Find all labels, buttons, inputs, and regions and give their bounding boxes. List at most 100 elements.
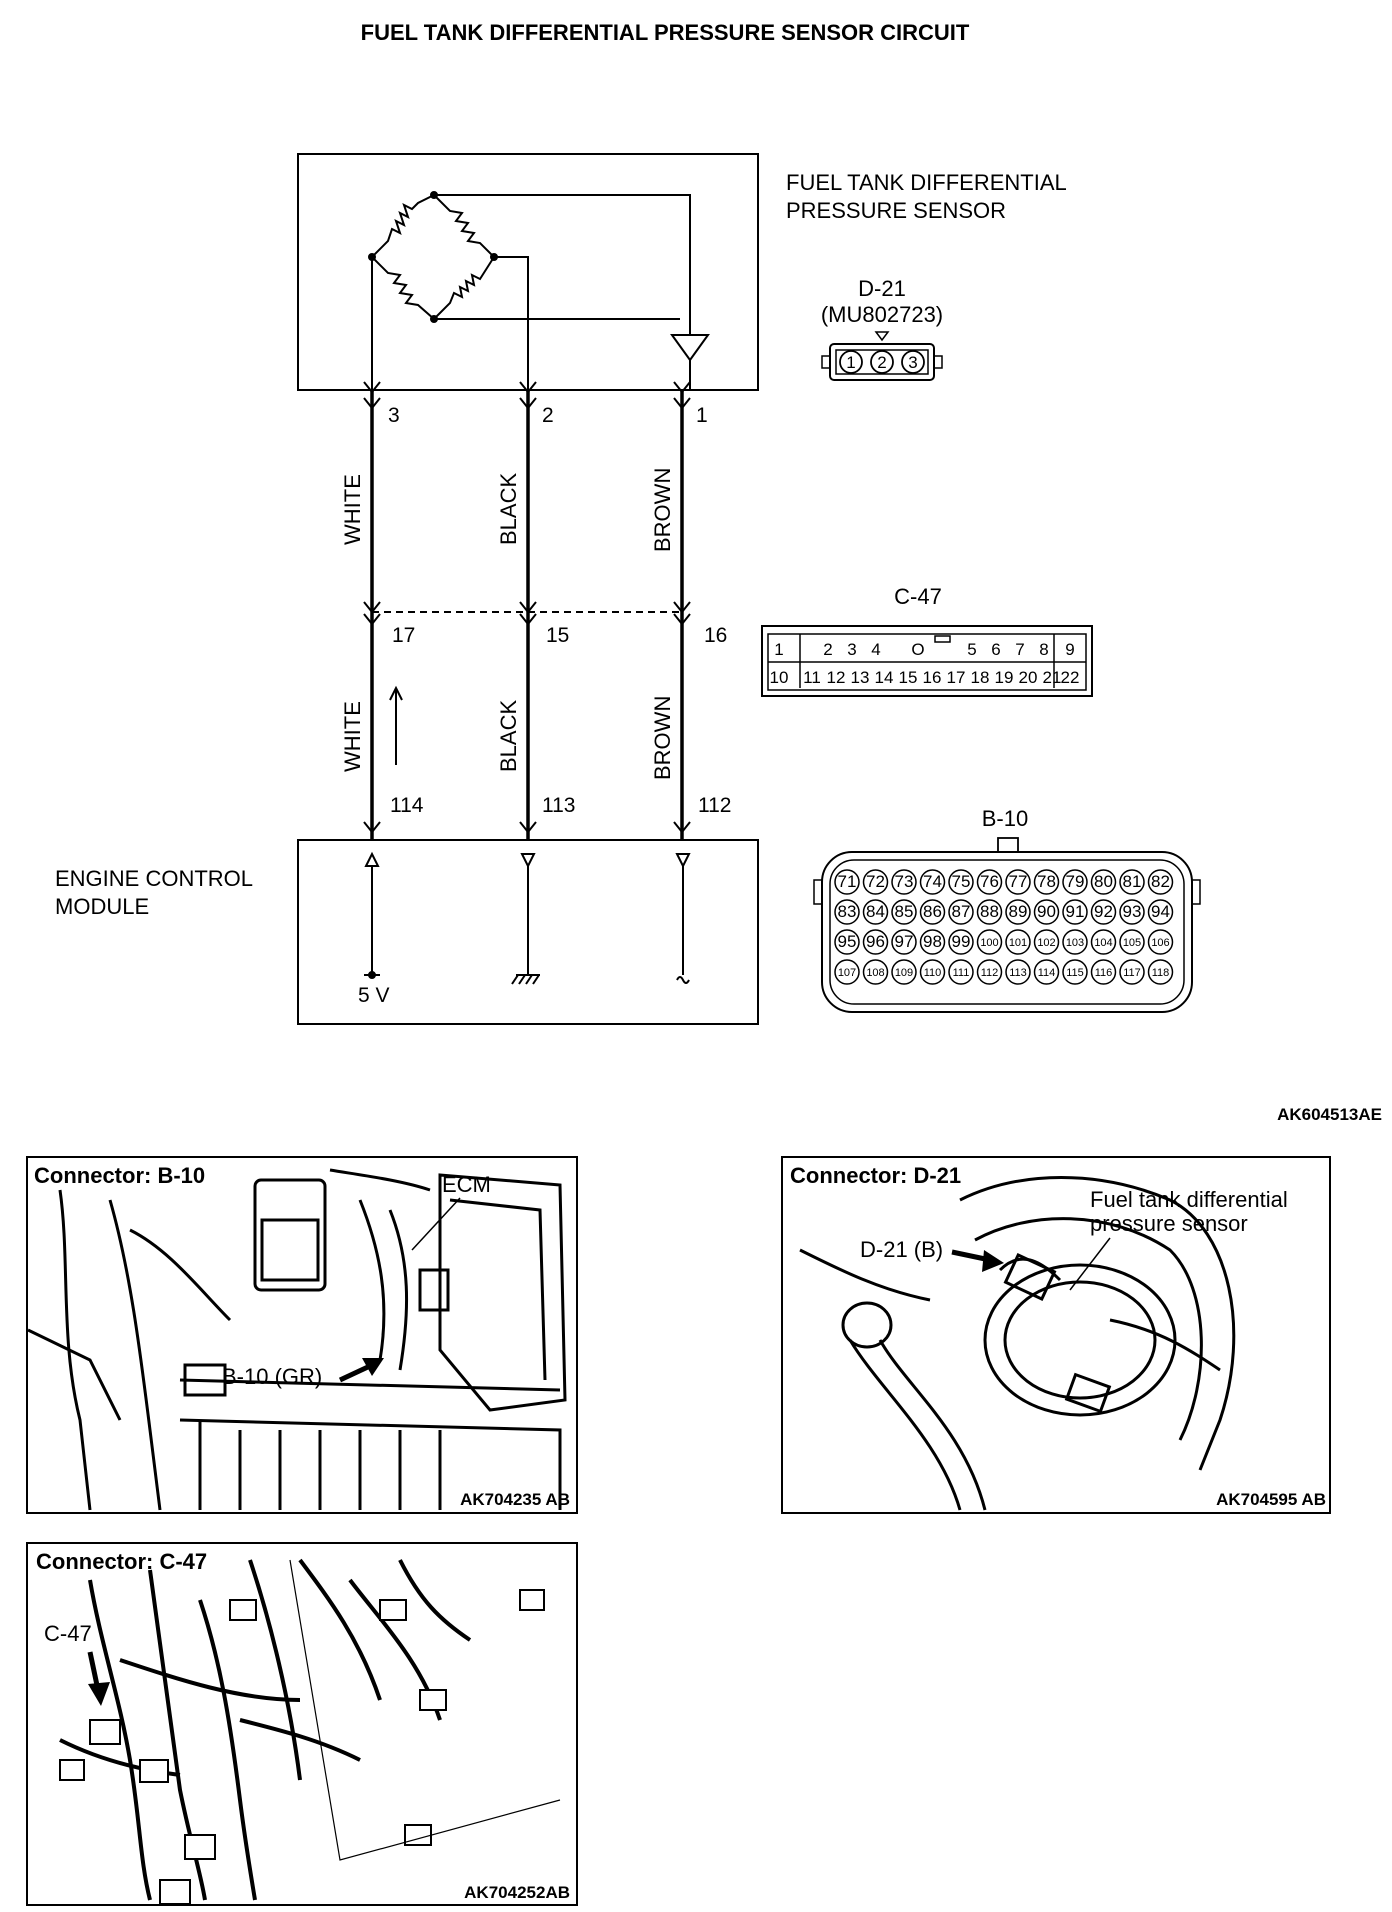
- b10-pin-socket: [1062, 869, 1088, 895]
- photo-b10-connector-callout: B-10 (GR): [222, 1364, 322, 1389]
- b10-pin: 115: [1066, 967, 1084, 979]
- b10-pin-socket: [1119, 869, 1145, 895]
- c47-pin: 10: [770, 668, 789, 687]
- sensor-pin-arrows: [363, 381, 691, 410]
- c47-pin: 15: [899, 668, 918, 687]
- b10-pin-socket: [1147, 929, 1174, 955]
- b10-pin-socket: [1062, 929, 1088, 955]
- b10-pin-socket: [891, 869, 917, 895]
- ground-icon: [511, 974, 540, 985]
- b10-pin-socket: [1090, 899, 1117, 925]
- b10-pin: 116: [1095, 967, 1113, 979]
- b10-pin: 110: [924, 967, 942, 979]
- c47-pin: 20: [1019, 668, 1038, 687]
- b10-pin: 95: [838, 932, 857, 951]
- b10-pin: 77: [1009, 872, 1028, 891]
- b10-pin: 114: [1038, 967, 1056, 979]
- engine-bay-illustration: [27, 1168, 567, 1511]
- b10-pin-socket: [1005, 959, 1031, 985]
- b10-pin: 111: [953, 967, 970, 979]
- b10-pin: 90: [1037, 902, 1056, 921]
- c47-pin: 16: [923, 668, 942, 687]
- b10-pin: 92: [1094, 902, 1113, 921]
- b10-pin: 91: [1066, 902, 1085, 921]
- b10-pin-socket: [1062, 899, 1088, 925]
- b10-pin-socket: [976, 869, 1003, 895]
- b10-pin: 109: [895, 967, 913, 979]
- b10-pin: 85: [895, 902, 914, 921]
- b10-pin-socket: [1147, 899, 1174, 925]
- wire-lower-black: BLACK: [496, 700, 521, 772]
- c47-pin: 8: [1039, 640, 1048, 659]
- harness-wires: [370, 390, 684, 840]
- b10-pin: 79: [1066, 872, 1085, 891]
- photo-d21-code: AK704595 AB: [1216, 1490, 1326, 1509]
- b10-pin-socket: [862, 899, 889, 925]
- c47-pin: 5: [967, 640, 976, 659]
- b10-pin-socket: [919, 959, 946, 985]
- photo-d21-callout-line2: pressure sensor: [1090, 1211, 1248, 1236]
- d21-pin-3: 3: [908, 353, 917, 372]
- wire-lower-white: WHITE: [340, 701, 365, 772]
- b10-pin-socket: [834, 929, 860, 955]
- arrow-icon: [87, 1651, 110, 1706]
- connector-b10-name: B-10: [982, 806, 1028, 831]
- b10-pin-socket: [1090, 929, 1117, 955]
- b10-pin-socket: [1090, 959, 1117, 985]
- signal-direction-arrow-icon: [389, 685, 403, 765]
- b10-pin: 117: [1123, 967, 1141, 979]
- b10-pin-socket: [1033, 959, 1060, 985]
- b10-pin-socket: [948, 959, 974, 985]
- ecm-pin-113: 113: [542, 794, 575, 817]
- b10-pin-socket: [1033, 869, 1060, 895]
- b10-pin: 94: [1151, 902, 1170, 921]
- photo-d21-title: Connector: D-21: [790, 1163, 961, 1188]
- ecm-pin-arrows: [363, 821, 691, 834]
- fuel-tank-pressure-sensor: FUEL TANK DIFFERENTIAL PRESSURE SENSOR: [297, 153, 1067, 391]
- b10-pin: 75: [952, 872, 971, 891]
- c47-pin: O: [911, 640, 924, 659]
- photo-b10-ecm-callout: ECM: [442, 1172, 491, 1197]
- b10-pin: 100: [980, 937, 998, 949]
- b10-pin-socket: [1062, 959, 1088, 985]
- arrow-icon: [951, 1249, 1004, 1272]
- connector-c47-name: C-47: [894, 584, 942, 609]
- b10-pin-socket: [1005, 899, 1031, 925]
- ecm-output-triangle-icon: [520, 853, 536, 869]
- ecm-pin-114: 114: [390, 794, 424, 817]
- b10-pin: 96: [866, 932, 885, 951]
- c47-pin: 18: [971, 668, 990, 687]
- harness-illustration: [59, 1558, 472, 1901]
- b10-pin: 104: [1094, 937, 1112, 949]
- b10-pin: 74: [923, 872, 942, 891]
- b10-pin: 112: [981, 967, 999, 979]
- b10-pin-socket: [948, 869, 974, 895]
- wire-upper-black: BLACK: [496, 473, 521, 545]
- b10-pin: 81: [1123, 872, 1142, 891]
- arrow-icon: [338, 1358, 384, 1383]
- d21-pin-2: 2: [877, 353, 886, 372]
- c47-pin: 9: [1065, 640, 1074, 659]
- b10-pin: 102: [1037, 937, 1055, 949]
- b10-pin-socket: [1119, 959, 1145, 985]
- c47-pin: 4: [871, 640, 880, 659]
- diagram-title: FUEL TANK DIFFERENTIAL PRESSURE SENSOR C…: [361, 20, 970, 45]
- photo-b10-title: Connector: B-10: [34, 1163, 205, 1188]
- connector-d21-part: (MU802723): [821, 302, 943, 327]
- b10-pin: 87: [952, 902, 971, 921]
- b10-pin: 86: [923, 902, 942, 921]
- b10-pin-socket: [1119, 929, 1145, 955]
- b10-pin: 84: [866, 902, 885, 921]
- photo-connector-b10: Connector: B-10 ECM B-10 (GR) AK704235 A…: [26, 1156, 578, 1514]
- b10-pin: 76: [980, 872, 999, 891]
- b10-pin-socket: [976, 959, 1003, 985]
- b10-pin-socket: [919, 899, 946, 925]
- b10-pin-socket: [834, 899, 860, 925]
- fuel-tank-illustration: [799, 1176, 1236, 1511]
- b10-pin: 113: [1009, 967, 1027, 979]
- c47-pin: 22: [1061, 668, 1080, 687]
- b10-pin: 89: [1009, 902, 1028, 921]
- b10-pin: 106: [1151, 937, 1169, 949]
- b10-pin-socket: [891, 929, 917, 955]
